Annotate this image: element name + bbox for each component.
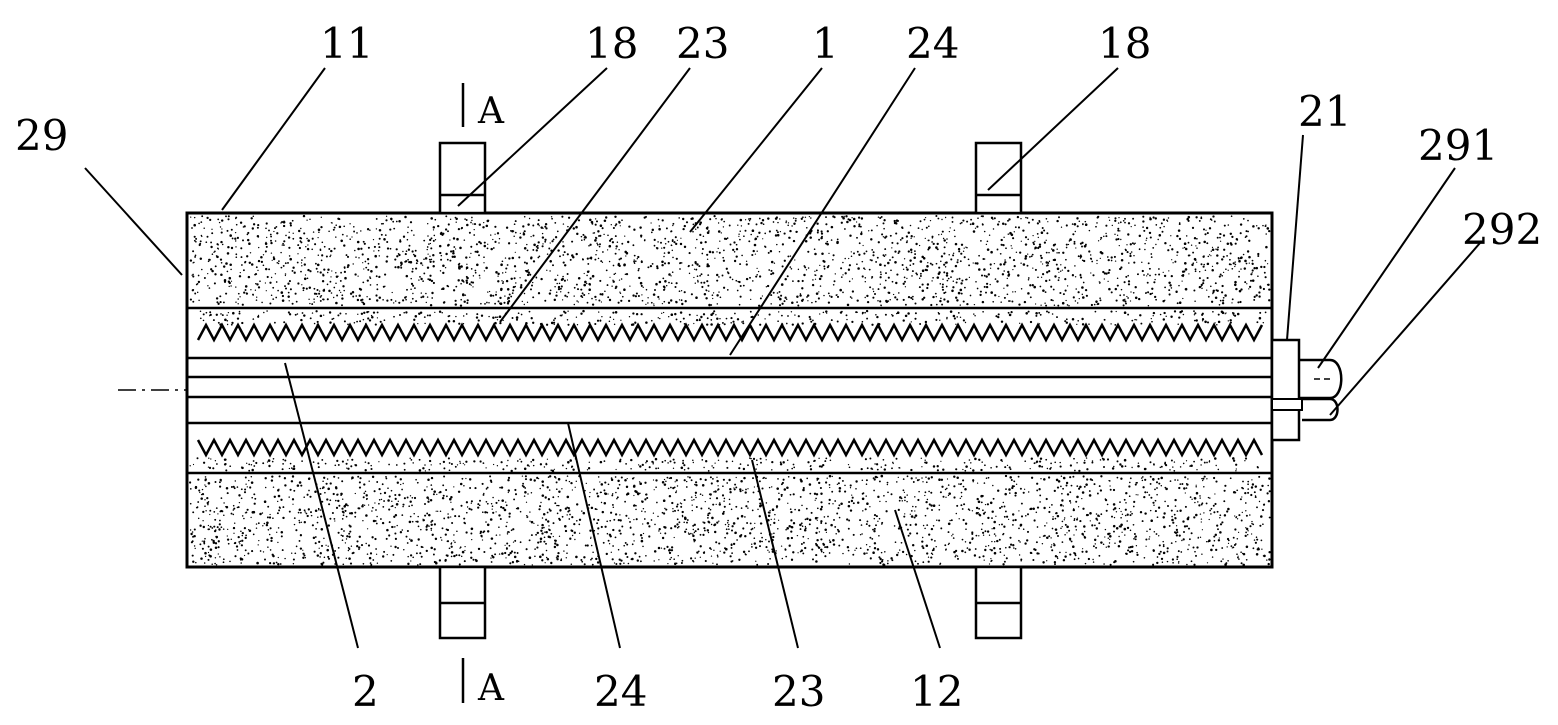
- label-29: 29: [15, 111, 68, 160]
- clamp-top-right: [976, 143, 1021, 213]
- lower-tooth-band-fill: [190, 457, 1259, 472]
- upper-tooth-band-fill: [200, 310, 1267, 326]
- lower-body-fill: [189, 475, 1271, 566]
- end-flange: [1272, 340, 1299, 440]
- upper-teeth-profile: [198, 325, 1262, 340]
- clamp-bottom-right: [976, 567, 1021, 638]
- label-1: 1: [812, 19, 839, 68]
- clamp-bottom-left: [440, 567, 485, 638]
- label-23-bottom: 23: [772, 667, 825, 716]
- label-2: 2: [352, 667, 379, 716]
- upper-body-fill: [190, 215, 1271, 307]
- section-label-top: A: [477, 91, 505, 132]
- label-11: 11: [320, 19, 373, 68]
- label-291: 291: [1418, 121, 1498, 170]
- section-label-bottom: A: [477, 668, 505, 709]
- label-23-top: 23: [676, 19, 729, 68]
- label-292: 292: [1462, 205, 1542, 254]
- lower-teeth-profile: [198, 440, 1262, 455]
- label-24-bottom: 24: [594, 667, 647, 716]
- label-24-top: 24: [906, 19, 959, 68]
- label-18-left: 18: [585, 19, 638, 68]
- label-21: 21: [1298, 87, 1351, 136]
- label-12: 12: [910, 667, 963, 716]
- label-18-right: 18: [1098, 19, 1151, 68]
